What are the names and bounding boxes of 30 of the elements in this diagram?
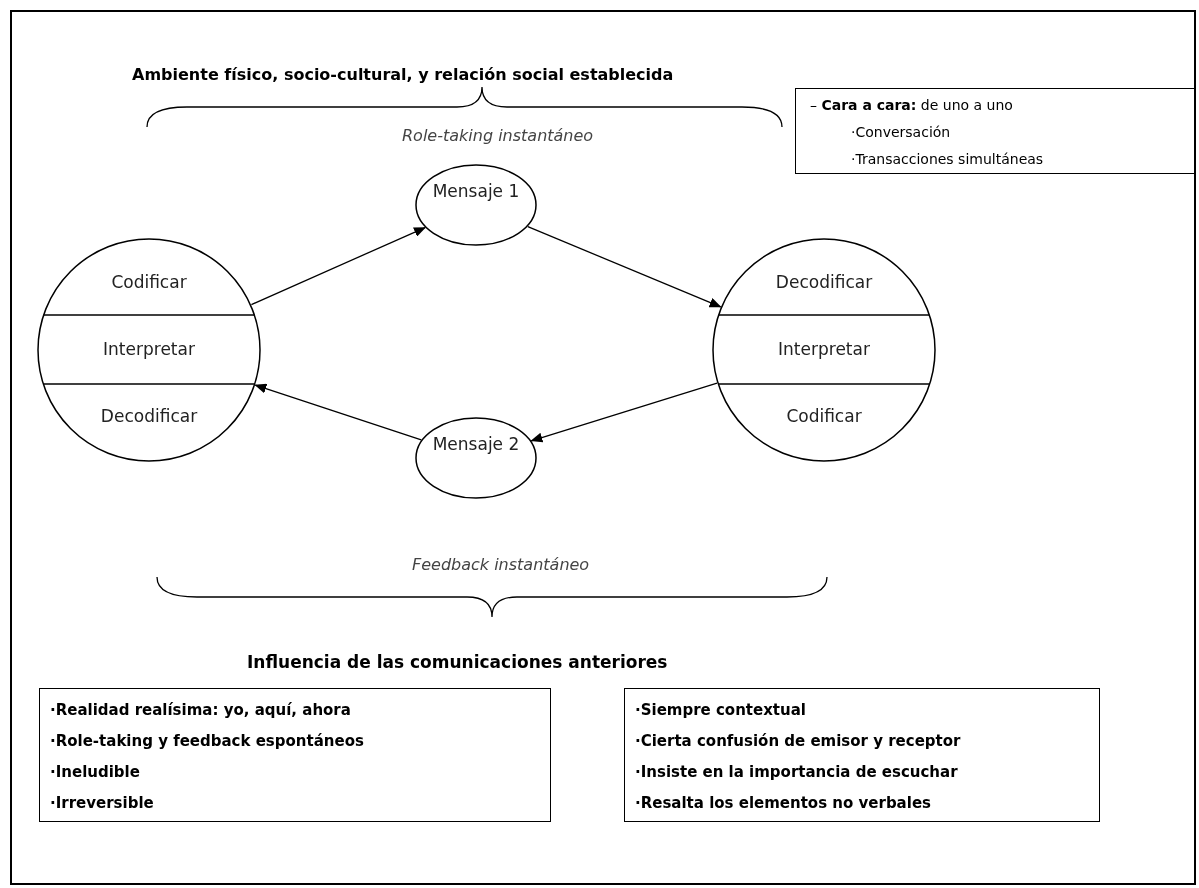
list-item: ·Cierta confusión de emisor y receptor [635,732,961,750]
arrow [250,226,426,306]
list-item: ·Insiste en la importancia de escuchar [635,763,958,781]
list-item: – Cara a cara: de uno a uno [810,97,1013,113]
list-item: ·Conversación [851,124,951,140]
note-box [795,88,1194,174]
list-item: ·Transacciones simultáneas [851,151,1044,167]
list-item: ·Realidad realísima: yo, aquí, ahora [50,701,351,719]
step-label: Codificar [785,406,863,426]
note-box [624,688,1100,822]
arrow [530,382,718,443]
list-item: ·Ineludible [50,763,140,781]
list-item: ·Siempre contextual [635,701,806,719]
step-label: Decodificar [99,406,199,426]
title: Ambiente físico, socio-cultural, y relación social establecida [132,65,674,84]
list-item: ·Role-taking y feedback espontáneos [50,732,364,750]
section-heading: Influencia de las comunicaciones anteriores [247,652,668,672]
brace-label: Role-taking instantáneo [402,126,594,145]
brace-label: Feedback instantáneo [412,555,590,574]
list-item: ·Resalta los elementos no verbales [635,794,931,812]
message-label: Mensaje 2 [431,433,521,456]
list-item: ·Irreversible [50,794,154,812]
step-label: Codificar [110,272,188,292]
step-label: Decodificar [774,272,874,292]
note-box [39,688,551,822]
message-label: Mensaje 1 [431,180,521,203]
step-label: Interpretar [777,339,871,359]
arrow [254,383,422,441]
arrow [527,225,722,308]
step-label: Interpretar [102,339,196,359]
